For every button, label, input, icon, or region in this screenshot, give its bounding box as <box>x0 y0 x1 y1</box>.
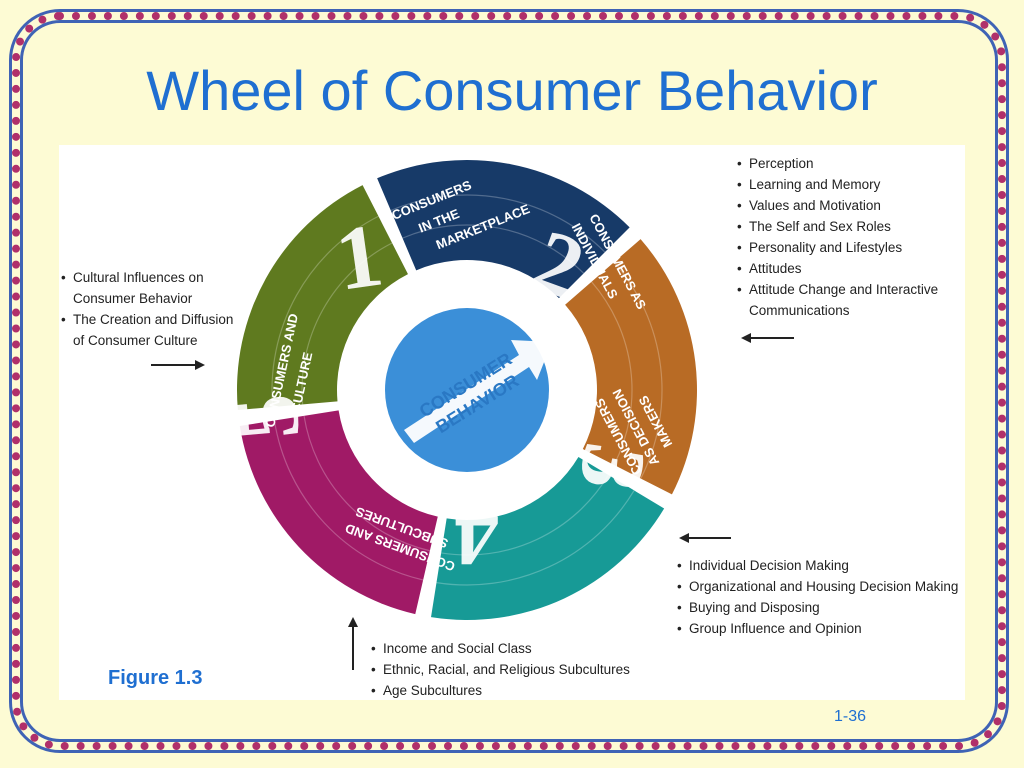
center-arrow <box>404 340 552 443</box>
segment-3-ring-1 <box>441 474 609 556</box>
arrow-to-decision <box>679 533 731 543</box>
arrow-to-culture <box>151 360 205 370</box>
segment-4-ring-1 <box>303 415 431 552</box>
segment-2-ring-2 <box>613 261 663 479</box>
wheel-segment-5 <box>237 185 408 411</box>
decision-list-item: Individual Decision Making <box>677 555 965 576</box>
segment-1-ring-2 <box>390 194 606 253</box>
segment-1-ring-1 <box>402 224 585 274</box>
subcultures-list-item: Income and Social Class <box>371 638 651 659</box>
wheel-segment-2 <box>565 239 697 495</box>
culture-list-item: Cultural Influences on Consumer Behavior <box>61 267 241 309</box>
individuals-list-item: Attitude Change and Interactive Communic… <box>737 279 961 321</box>
subcultures-list: Income and Social ClassEthnic, Racial, a… <box>371 638 651 701</box>
subcultures-list-item: Ethnic, Racial, and Religious Subculture… <box>371 659 651 680</box>
subcultures-list-item: Age Subcultures <box>371 680 651 701</box>
individuals-list-item: Values and Motivation <box>737 195 961 216</box>
culture-list: Cultural Influences on Consumer Behavior… <box>61 267 241 351</box>
consumer-behavior-wheel: CONSUMER BEHAVIOR CONSUMERS IN THE MARKE… <box>151 159 794 670</box>
slide-title: Wheel of Consumer Behavior <box>146 59 878 122</box>
arrow-to-subcultures <box>348 617 358 670</box>
wheel-segment-1 <box>377 159 630 299</box>
wheel-segment-3 <box>431 456 665 620</box>
wheel-segment-4 <box>239 410 438 615</box>
decision-list-item: Organizational and Housing Decision Maki… <box>677 576 965 597</box>
segment-5-number: 5 <box>216 390 319 443</box>
segment-4-number: 4 <box>454 485 499 584</box>
figure-panel: CONSUMER BEHAVIOR CONSUMERS IN THE MARKE… <box>59 145 965 701</box>
decision-list-item: Group Influence and Opinion <box>677 618 965 639</box>
segment-4-ring-2 <box>273 420 424 581</box>
segment-5-ring-1 <box>301 242 393 405</box>
individuals-list: PerceptionLearning and MemoryValues and … <box>737 153 961 321</box>
arrow-to-individuals <box>741 333 794 343</box>
individuals-list-item: Perception <box>737 153 961 174</box>
decision-list: Individual Decision MakingOrganizational… <box>677 555 965 639</box>
slide-number: 1-36 <box>834 708 867 725</box>
individuals-list-item: Personality and Lifestyles <box>737 237 961 258</box>
decision-list-item: Buying and Disposing <box>677 597 965 618</box>
culture-list-item: The Creation and Diffusion of Consumer C… <box>61 309 241 351</box>
individuals-list-item: Attitudes <box>737 258 961 279</box>
individuals-list-item: Learning and Memory <box>737 174 961 195</box>
segment-5-ring-2 <box>271 215 379 408</box>
figure-label: Figure 1.3 <box>108 667 203 689</box>
individuals-list-item: The Self and Sex Roles <box>737 216 961 237</box>
segment-2-ring-1 <box>591 281 633 466</box>
segment-3-ring-2 <box>436 490 635 586</box>
